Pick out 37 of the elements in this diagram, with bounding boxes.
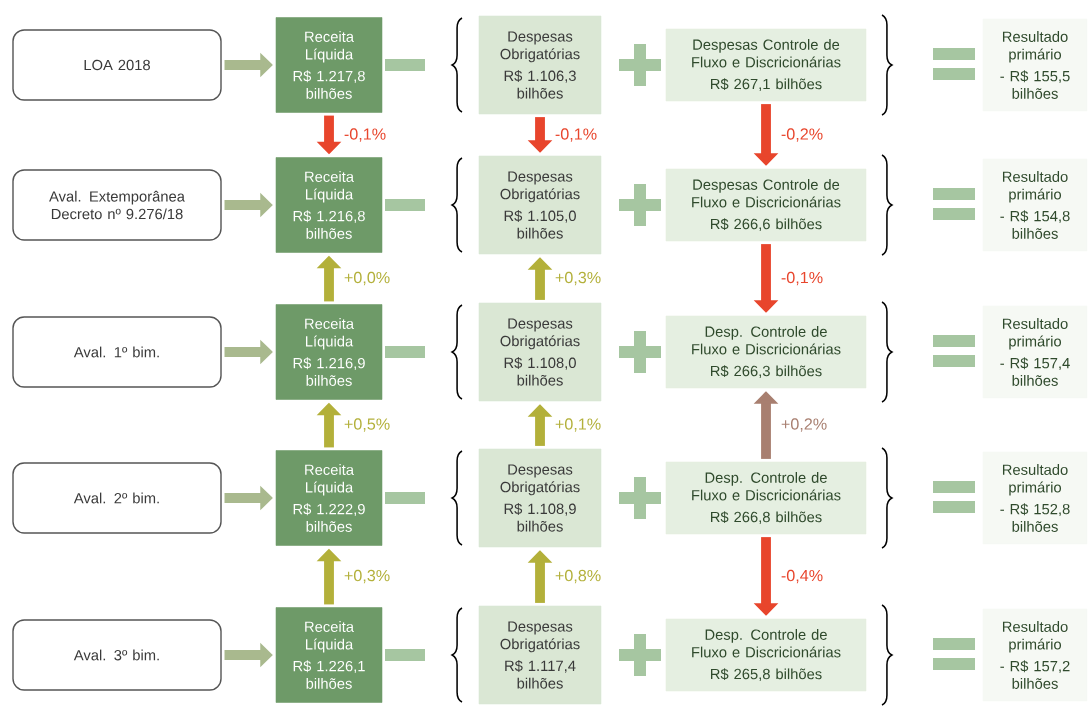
- stage-box: Aval. 1º bim.: [12, 316, 222, 388]
- expense-box: Desp. Controle de Fluxo e Discricionárias R$ 265,8 bilhões: [665, 618, 867, 692]
- edge-label: +0,0%: [342, 270, 392, 287]
- revenue-box: Receita Líquida R$ 1.226,1 bilhões: [275, 607, 383, 703]
- edge-label: +0,3%: [342, 568, 392, 585]
- edge-label: +0,5%: [342, 416, 392, 434]
- expense-box: Despesas Obrigatórias R$ 1.105,0 bilhões: [478, 155, 602, 255]
- revenue-box: Receita Líquida R$ 1.217,8 bilhões: [275, 17, 383, 113]
- revenue-box: Receita Líquida R$ 1.216,8 bilhões: [275, 157, 383, 253]
- expense-box: Desp. Controle de Fluxo e Discricionárias R$ 266,8 bilhões: [665, 461, 867, 535]
- edge-label: -0,1%: [553, 126, 599, 144]
- edge-label: -0,4%: [779, 568, 825, 585]
- edge-label: +0,1%: [553, 416, 603, 434]
- result-box: Resultado primário - R$ 154,8 bilhões: [982, 158, 1088, 252]
- result-box: Resultado primário - R$ 155,5 bilhões: [982, 18, 1088, 112]
- expense-box: Despesas Obrigatórias R$ 1.108,9 bilhões: [478, 448, 602, 548]
- expense-box: Despesas Obrigatórias R$ 1.117,4 bilhões: [478, 605, 602, 705]
- edge-label: +0,2%: [779, 416, 829, 434]
- expense-box: Despesas Controle de Fluxo e Discricionárias R$ 267,1 bilhões: [665, 28, 867, 102]
- stage-box: Aval. 3º bim.: [12, 619, 222, 691]
- result-box: Resultado primário - R$ 152,8 bilhões: [982, 451, 1088, 545]
- edge-label: -0,2%: [779, 126, 825, 144]
- stage-box: Aval. Extemporânea Decreto nº 9.276/18: [12, 169, 222, 241]
- edge-label: +0,8%: [553, 568, 603, 585]
- result-box: Resultado primário - R$ 157,4 bilhões: [982, 305, 1088, 399]
- expense-box: Despesas Obrigatórias R$ 1.108,0 bilhões: [478, 302, 602, 402]
- result-box: Resultado primário - R$ 157,2 bilhões: [982, 608, 1088, 702]
- stage-box: Aval. 2º bim.: [12, 462, 222, 534]
- edge-label: +0,3%: [553, 270, 603, 287]
- edge-label: -0,1%: [342, 126, 388, 144]
- expense-box: Desp. Controle de Fluxo e Discricionárias R$ 266,3 bilhões: [665, 315, 867, 389]
- edge-label: -0,1%: [779, 270, 825, 287]
- expense-box: Despesas Obrigatórias R$ 1.106,3 bilhões: [478, 15, 602, 115]
- revenue-box: Receita Líquida R$ 1.222,9 bilhões: [275, 450, 383, 546]
- revenue-box: Receita Líquida R$ 1.216,9 bilhões: [275, 304, 383, 400]
- expense-box: Despesas Controle de Fluxo e Discricionárias R$ 266,6 bilhões: [665, 168, 867, 242]
- stage-box: LOA 2018: [12, 29, 222, 101]
